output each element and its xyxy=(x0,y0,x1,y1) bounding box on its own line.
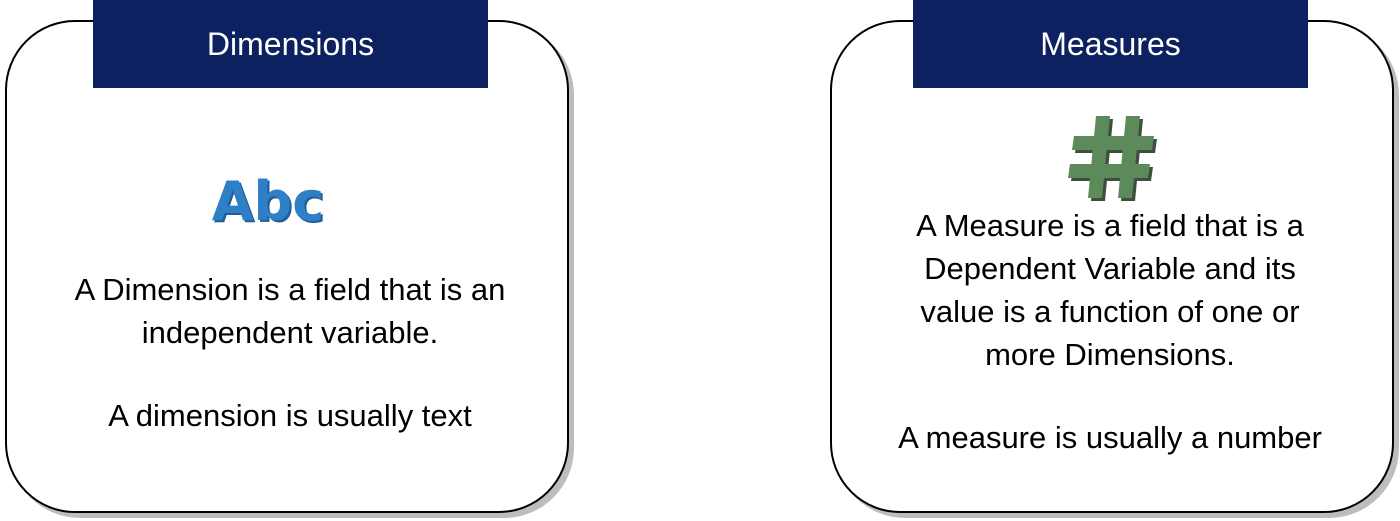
hash-icon-shape xyxy=(1068,116,1154,198)
dimensions-description: A Dimension is a field that is an indepe… xyxy=(20,268,560,354)
hash-icon-shadow xyxy=(1071,119,1157,201)
measures-description-line: more Dimensions. xyxy=(985,337,1235,372)
measures-description-line: value is a function of one or xyxy=(920,294,1300,329)
measures-note: A measure is usually a number xyxy=(898,420,1322,455)
measures-description-line: A Measure is a field that is a xyxy=(916,208,1304,243)
measures-card xyxy=(830,20,1394,513)
dimensions-note: A dimension is usually text xyxy=(108,398,472,433)
measures-description-line: Dependent Variable and its xyxy=(924,251,1296,286)
hash-icon xyxy=(1068,116,1157,201)
abc-icon-text: Abc xyxy=(212,170,324,232)
measures-description: A Measure is a field that is a Dependent… xyxy=(840,204,1380,376)
measures-title: Measures xyxy=(1040,25,1181,62)
dimensions-header: Dimensions xyxy=(93,0,488,88)
dimensions-description-line: independent variable. xyxy=(141,315,439,350)
dimensions-title: Dimensions xyxy=(206,25,375,62)
abc-icon-shadow: Abc xyxy=(214,172,326,232)
dimensions-description-line: A Dimension is a field that is an xyxy=(74,272,506,307)
abc-icon: Abc Abc xyxy=(212,170,326,232)
measures-header: Measures xyxy=(913,0,1308,88)
dimensions-card xyxy=(5,20,569,513)
